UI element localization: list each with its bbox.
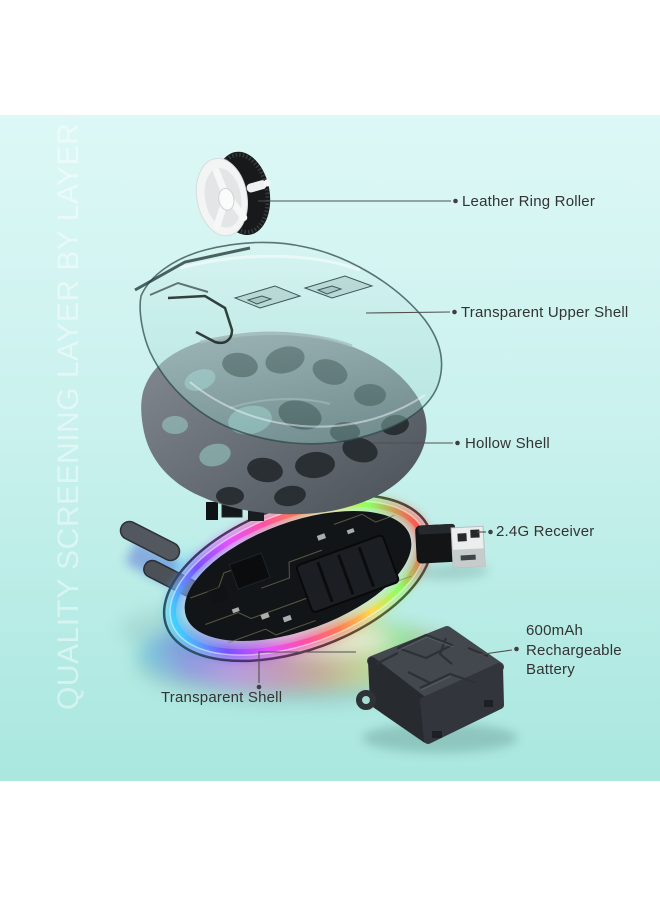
upper-shell-illustration — [134, 241, 443, 445]
label-battery: 600mAh Rechargeable Battery — [526, 622, 622, 678]
leader-lines — [258, 200, 513, 683]
leader-dots — [256, 198, 519, 690]
label-leather-ring-roller: Leather Ring Roller — [462, 193, 596, 210]
usb-receiver-illustration — [415, 523, 490, 581]
teal-backdrop: QUALITY SCREENING LAYER BY LAYER — [0, 115, 660, 781]
label-transparent-upper-shell: Transparent Upper Shell — [461, 304, 629, 321]
label-24g-receiver: 2.4G Receiver — [496, 523, 595, 540]
battery-illustration — [356, 626, 518, 753]
pcb-components — [190, 513, 412, 644]
label-hollow-shell: Hollow Shell — [465, 435, 550, 452]
scroll-wheel-illustration — [195, 151, 271, 237]
exploded-mouse-illustration — [119, 151, 519, 753]
label-transparent-shell: Transparent Shell — [161, 689, 283, 706]
base-pcb-illustration — [162, 486, 434, 663]
